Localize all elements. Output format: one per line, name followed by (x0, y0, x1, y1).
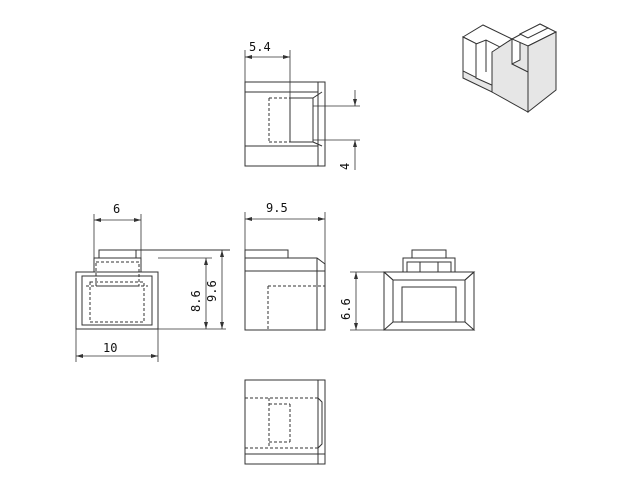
rear-view (382, 249, 476, 331)
dimension-rear-height: 6.6 (339, 271, 384, 331)
bottom-view (244, 379, 326, 465)
dimension-label: 8.6 (189, 290, 203, 312)
dimension-top-slot: 4 (313, 90, 360, 170)
dimension-label: 10 (103, 341, 117, 355)
dimension-front-inner-height: 8.6 (158, 257, 226, 330)
dimension-label: 4 (338, 163, 352, 170)
dimension-front-height: 9.6 (205, 250, 224, 329)
dimension-front-width: 10 (75, 329, 159, 362)
dimension-label: 5.4 (249, 40, 271, 54)
dimension-label: 9.6 (205, 280, 219, 302)
dimension-label: 6.6 (339, 298, 353, 320)
dimension-front-inner-width: 6 (93, 202, 142, 258)
side-view (244, 249, 326, 331)
dimension-side-depth: 9.5 (244, 201, 326, 264)
front-view (75, 249, 230, 330)
dimension-top-width: 5.4 (244, 40, 291, 98)
dimension-label: 6 (113, 202, 120, 216)
isometric-view (461, 23, 558, 114)
dimension-label: 9.5 (266, 201, 288, 215)
top-view (244, 81, 326, 167)
